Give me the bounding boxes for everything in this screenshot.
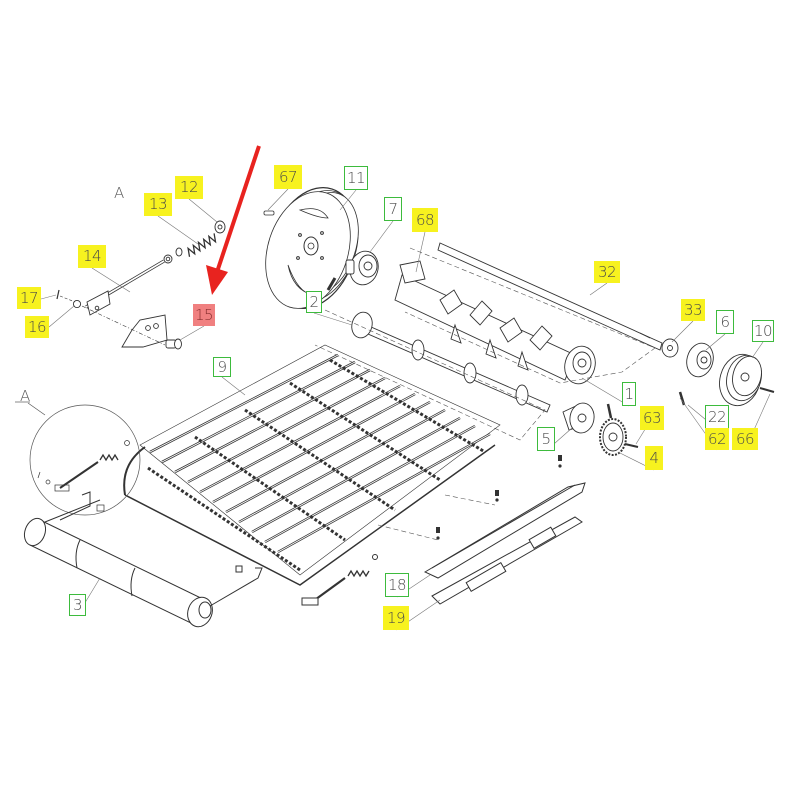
callout-part-16: 16 [25,316,49,338]
pin-part-67 [263,210,275,216]
beater-shaft-assembly [394,260,596,385]
callout-part-10: 10 [752,320,774,342]
hub-part-7 [345,250,379,286]
callout-part-17: 17 [17,287,41,309]
callout-part-68: 68 [412,208,438,232]
roller-part-3 [23,499,263,628]
callout-part-4: 4 [645,446,663,470]
callout-part-5: 5 [537,427,555,451]
bolt-part-2 [326,277,337,291]
guide-rail-part-18 [423,482,586,579]
guide-rail-part-19 [431,516,583,605]
callout-part-67: 67 [274,165,302,189]
callout-part-32: 32 [594,261,620,283]
bolts [436,455,562,540]
highlight-arrow [206,145,261,295]
pin-part-63 [624,443,639,448]
pulley-part-10 [719,353,775,407]
pin-part-17 [56,289,60,300]
callout-part-7: 7 [384,197,402,221]
view-label-a-detail: A [20,387,31,405]
callout-part-63: 63 [640,406,664,430]
bracket [121,314,168,348]
drive-shaft-part-32 [437,242,663,351]
callout-part-13: 13 [144,193,172,216]
callout-part-15: 15 [193,304,215,326]
hub-part-6 [686,342,714,378]
flange-part-33 [661,338,679,358]
detail-a-circle [15,401,141,521]
front-tensioner [301,554,378,606]
sprocket-shaft-part-2 [351,311,551,413]
callout-part-62: 62 [705,428,729,450]
callout-part-11: 11 [344,166,368,190]
sprocket-part-4 [599,418,627,456]
nut-part-16 [72,299,82,309]
callout-part-14: 14 [78,245,106,268]
hub-part-5 [562,402,595,434]
callout-part-9: 9 [213,357,231,377]
callout-part-66: 66 [732,428,758,450]
callout-part-12: 12 [175,176,203,199]
callout-part-1: 1 [622,382,636,406]
nut-washer [163,247,183,264]
tensioner-assembly [56,220,226,350]
callout-part-6: 6 [716,310,734,334]
bolt-part-12 [214,220,226,234]
view-label-a-top: A [114,184,125,202]
bolt [606,403,613,419]
bolt-part-15 [165,338,182,350]
tension-rod-part-14 [85,259,165,316]
spring-part-13 [187,233,217,257]
callout-part-19: 19 [383,606,409,630]
callout-part-18: 18 [385,573,409,597]
conveyor-chain-part-9 [123,344,501,586]
callout-part-22: 22 [705,405,729,429]
callout-part-2: 2 [306,291,322,313]
callout-part-33: 33 [681,299,705,321]
callout-part-3: 3 [69,594,86,616]
